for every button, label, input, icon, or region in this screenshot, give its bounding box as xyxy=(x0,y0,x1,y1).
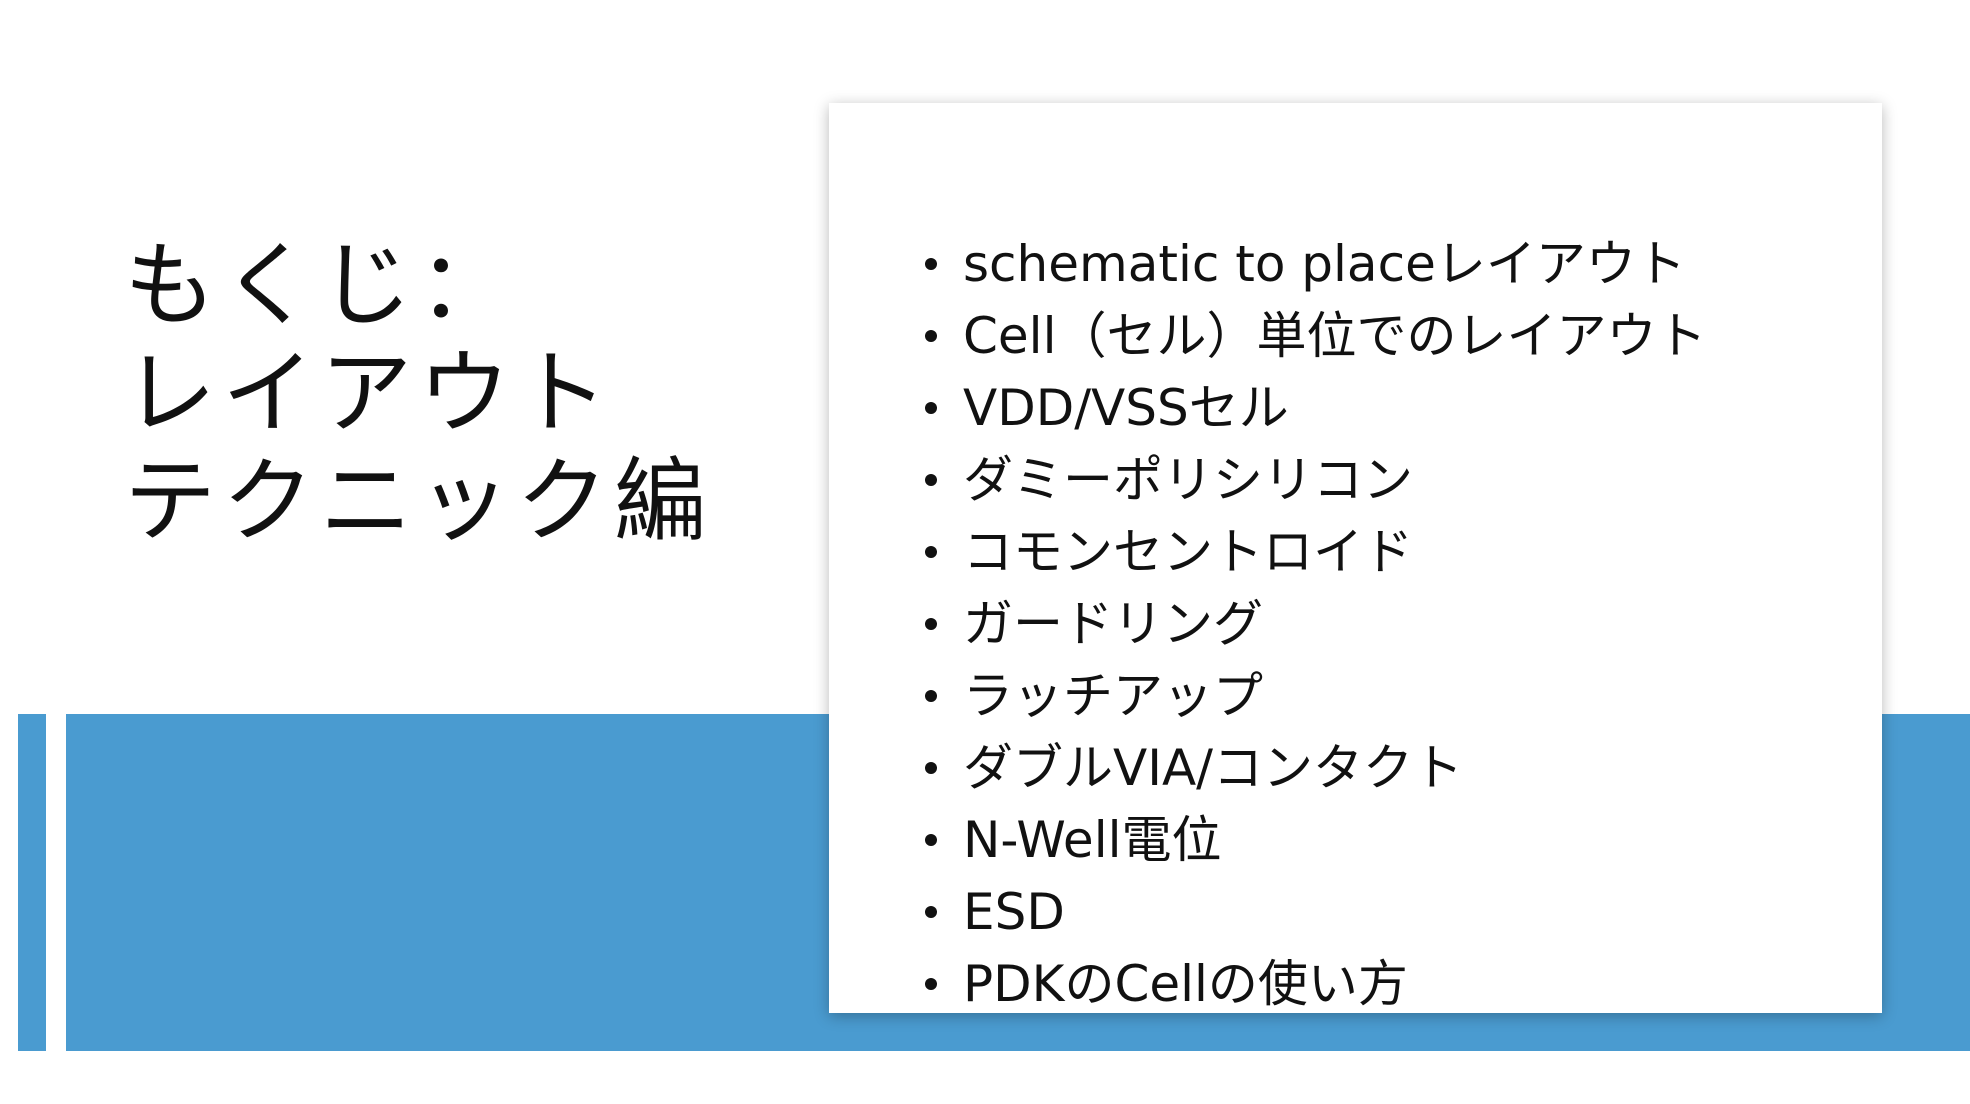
title-line-3: テクニック編 xyxy=(124,448,713,555)
toc-item: コモンセントロイド xyxy=(925,516,1706,588)
toc-item: PDKのCellの使い方 xyxy=(925,948,1706,1020)
bullet-icon xyxy=(925,834,937,846)
bullet-icon xyxy=(925,330,937,342)
bullet-icon xyxy=(925,690,937,702)
bullet-icon xyxy=(925,258,937,270)
toc-item-label: PDKのCellの使い方 xyxy=(963,955,1408,1013)
bullet-icon xyxy=(925,762,937,774)
toc-item-label: N-Well電位 xyxy=(963,811,1222,869)
content-card: schematic to placeレイアウト Cell（セル）単位でのレイアウ… xyxy=(829,103,1882,1013)
accent-stripe xyxy=(18,714,46,1051)
toc-item-label: コモンセントロイド xyxy=(963,523,1413,581)
toc-item: ダブルVIA/コンタクト xyxy=(925,732,1706,804)
toc-item: ESD xyxy=(925,876,1706,948)
toc-item-label: VDD/VSSセル xyxy=(963,379,1289,437)
toc-item-label: ダミーポリシリコン xyxy=(963,451,1413,509)
toc-item: ダミーポリシリコン xyxy=(925,444,1706,516)
toc-item: Cell（セル）単位でのレイアウト xyxy=(925,300,1706,372)
toc-item-label: ESD xyxy=(963,883,1065,941)
toc-item-label: ラッチアップ xyxy=(963,667,1263,725)
toc-item: ガードリング xyxy=(925,588,1706,660)
bullet-icon xyxy=(925,474,937,486)
toc-item-label: ダブルVIA/コンタクト xyxy=(963,739,1463,797)
bullet-icon xyxy=(925,402,937,414)
toc-item-label: schematic to placeレイアウト xyxy=(963,235,1686,293)
toc-item-label: Cell（セル）単位でのレイアウト xyxy=(963,307,1707,365)
toc-item: ラッチアップ xyxy=(925,660,1706,732)
bullet-icon xyxy=(925,546,937,558)
toc-item-label: ガードリング xyxy=(963,595,1263,653)
bullet-icon xyxy=(925,618,937,630)
title-line-2: レイアウト xyxy=(124,340,615,447)
toc-item: VDD/VSSセル xyxy=(925,372,1706,444)
table-of-contents: schematic to placeレイアウト Cell（セル）単位でのレイアウ… xyxy=(925,228,1706,1020)
title-line-1: もくじ： xyxy=(124,232,517,339)
slide-title: もくじ： レイアウト テクニック編 xyxy=(124,232,764,556)
bullet-icon xyxy=(925,978,937,990)
toc-item: schematic to placeレイアウト xyxy=(925,228,1706,300)
bullet-icon xyxy=(925,906,937,918)
toc-item: N-Well電位 xyxy=(925,804,1706,876)
